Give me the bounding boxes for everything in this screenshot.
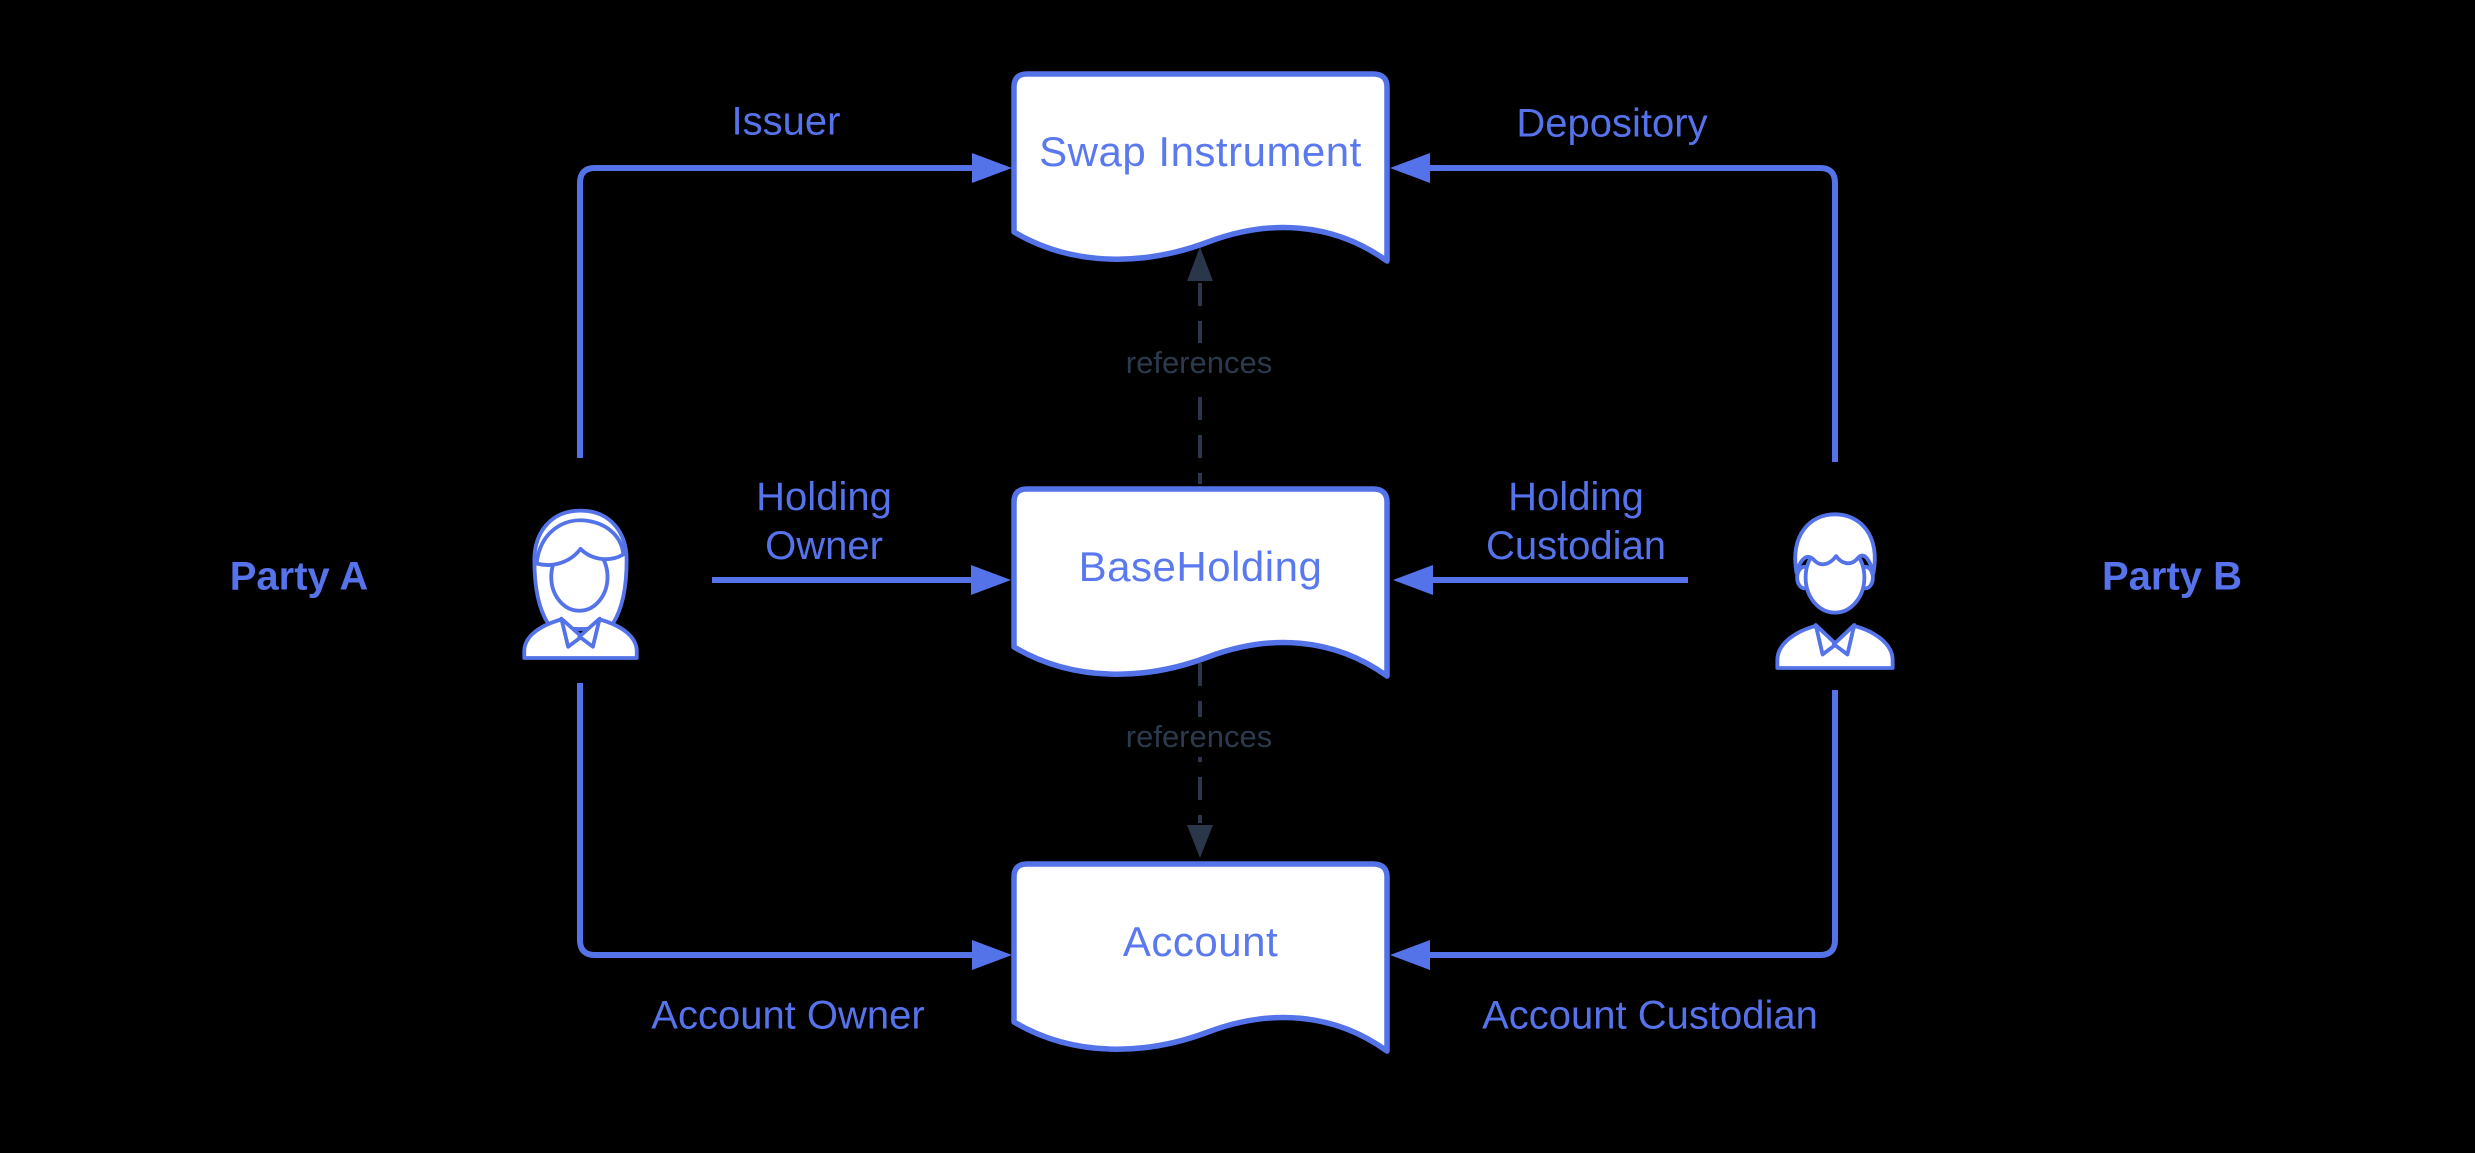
node-account: Account <box>1011 861 1390 1057</box>
edge-depository-arrowhead <box>1390 153 1430 183</box>
collar-left <box>1813 623 1839 657</box>
edge-holding-owner-arrowhead <box>971 565 1011 595</box>
edge-references-top-arrowhead <box>1187 247 1213 281</box>
document-shape <box>1011 861 1390 1054</box>
document-shape <box>1011 71 1390 264</box>
edge-label-depository: Depository <box>1516 101 1708 146</box>
document-shape-path <box>1011 486 1390 679</box>
document-shape-path <box>1011 861 1390 1054</box>
collar-left <box>559 616 584 649</box>
node-account-label: Account <box>1122 918 1279 965</box>
person-female-icon <box>522 508 639 660</box>
party-b-label: Party B <box>2101 554 2243 599</box>
edge-account-owner-line <box>577 683 973 958</box>
node-base-holding: BaseHolding <box>1011 486 1390 682</box>
edge-issuer-line <box>577 165 973 458</box>
edge-label-holding-custodian: Holding Custodian <box>1485 475 1667 568</box>
edge-issuer-arrowhead <box>972 153 1012 183</box>
bangs-shape <box>534 518 626 567</box>
node-swap-instrument: Swap Instrument <box>1011 71 1390 267</box>
edge-label-account-custodian: Account Custodian <box>1482 993 1818 1038</box>
edge-label-holding-owner: Holding Owner <box>756 475 892 568</box>
collar-right <box>1831 623 1857 657</box>
hair-shape <box>1793 512 1877 575</box>
edge-account-custodian-line <box>1429 690 1838 958</box>
edge-references-bottom-arrowhead <box>1187 825 1213 858</box>
edge-depository-line <box>1429 165 1838 462</box>
person-male-icon <box>1775 512 1895 670</box>
reference-label-bottom: references <box>1115 717 1283 757</box>
edge-label-issuer: Issuer <box>731 99 841 144</box>
document-shape-path <box>1011 71 1390 264</box>
party-a-label: Party A <box>229 554 369 599</box>
edge-account-owner-arrowhead <box>972 940 1012 970</box>
node-swap-instrument-label: Swap Instrument <box>1039 128 1362 175</box>
collar-right <box>577 616 602 649</box>
edge-holding-custodian-arrowhead <box>1393 565 1433 595</box>
document-shape <box>1011 486 1390 679</box>
reference-label-top: references <box>1115 343 1283 383</box>
edge-account-custodian-arrowhead <box>1390 940 1430 970</box>
node-base-holding-label: BaseHolding <box>1078 543 1323 590</box>
edge-label-account-owner: Account Owner <box>651 993 925 1038</box>
